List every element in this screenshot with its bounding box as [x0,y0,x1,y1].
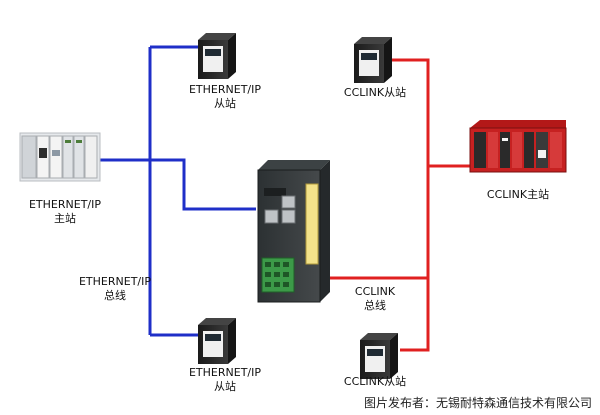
cclink-slave-bottom-label-text: CCLINK从站 [343,375,407,388]
slave-module-icon [360,333,398,379]
ethernet-ip-bus-lines [100,45,256,337]
cclink-master-plc-icon [469,120,567,173]
cclink-slave-top-label-text: CCLINK从站 [343,86,407,99]
ethernet-ip-slave-bottom-label-line2: 从站 [214,380,236,393]
slave-module-icon [354,37,392,83]
cclink-slave-top-label: CCLINK从站 [320,86,430,100]
ethernet-ip-bus-label-line1: ETHERNET/IP [78,275,151,288]
ethernet-ip-master-label: ETHERNET/IP 主站 [10,198,120,226]
ethernet-ip-slave-bottom-label: ETHERNET/IP 从站 [170,366,280,394]
cclink-bus-label-line2: 总线 [364,299,386,312]
cclink-bus-label-line1: CCLINK [354,285,396,298]
slave-module-icon [198,318,236,364]
slave-module-icon [198,33,236,79]
cclink-master-label: CCLINK主站 [470,188,566,202]
cclink-bus-lines [320,58,470,352]
cclink-master-label-text: CCLINK主站 [486,188,550,201]
ethernet-ip-master-label-line2: 主站 [54,212,76,225]
ethernet-ip-master-plc-icon [19,132,101,182]
gateway-device-icon [257,160,330,303]
ethernet-ip-bus-label-line2: 总线 [104,289,126,302]
cclink-bus-label: CCLINK 总线 [335,285,415,313]
ethernet-ip-slave-bottom-label-line1: ETHERNET/IP [188,366,261,379]
cclink-slave-bottom-label: CCLINK从站 [320,375,430,389]
ethernet-ip-master-label-line1: ETHERNET/IP [28,198,101,211]
image-credit: 图片发布者：无锡耐特森通信技术有限公司 [363,396,592,410]
ethernet-ip-slave-top-label-line2: 从站 [214,97,236,110]
ethernet-ip-slave-top-label-line1: ETHERNET/IP [188,83,261,96]
ethernet-ip-slave-top-label: ETHERNET/IP 从站 [170,83,280,111]
ethernet-ip-bus-label: ETHERNET/IP 总线 [60,275,170,303]
